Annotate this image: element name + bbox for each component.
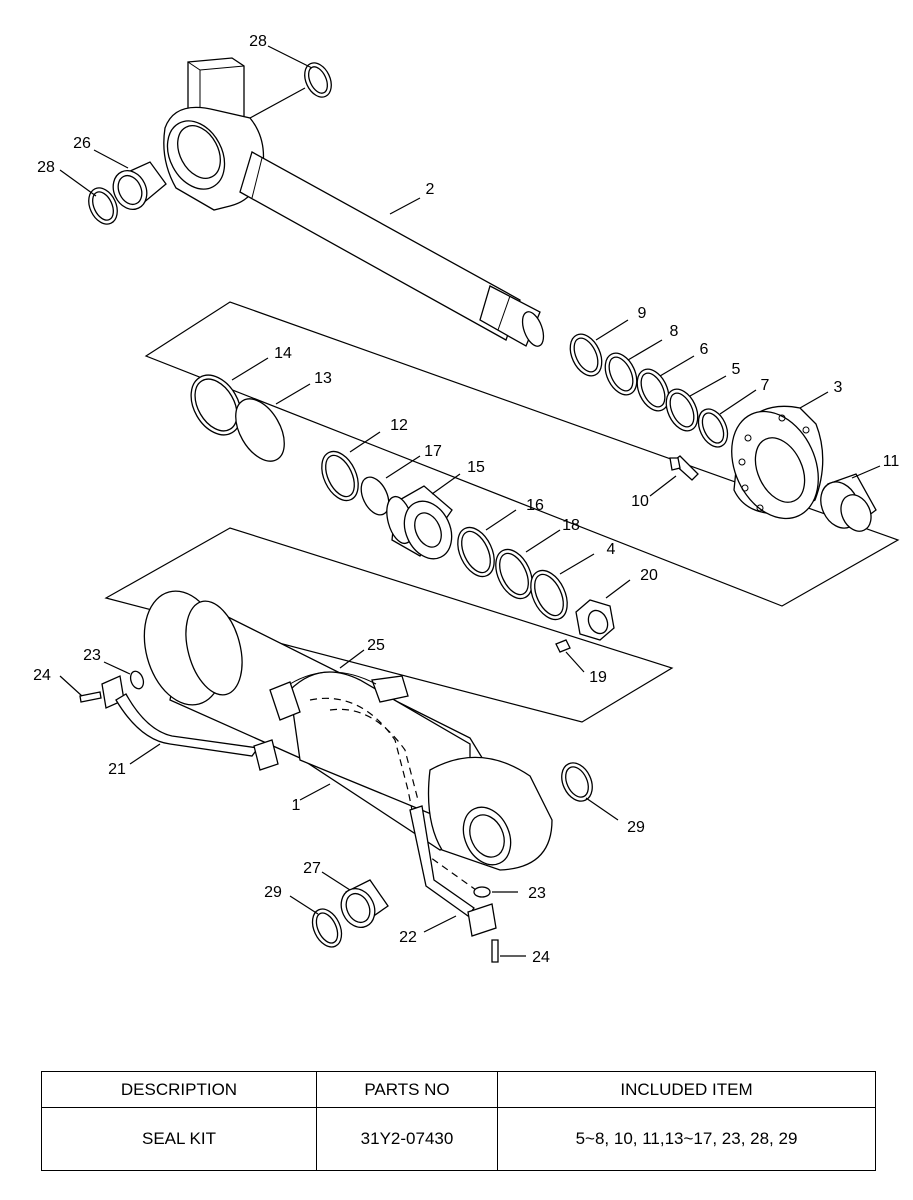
cell-parts-no: 31Y2-07430 xyxy=(316,1107,498,1171)
table-header-row: DESCRIPTION PARTS NO INCLUDED ITEM xyxy=(41,1071,876,1108)
callout-label: 26 xyxy=(73,135,91,152)
callout-label: 3 xyxy=(834,379,843,396)
ring-7 xyxy=(697,408,729,448)
callout-label: 11 xyxy=(883,453,900,470)
nut-18 xyxy=(575,599,615,641)
piston-12 xyxy=(386,485,453,560)
callout-label: 4 xyxy=(607,541,616,558)
callout-label: 16 xyxy=(526,497,544,514)
ring-17 xyxy=(457,526,495,578)
bolt-24-left xyxy=(79,691,102,703)
callout-label: 25 xyxy=(367,637,385,654)
callout-label: 22 xyxy=(399,929,417,946)
callout-label: 21 xyxy=(108,761,126,778)
table-row: SEAL KIT 31Y2-07430 5~8, 10, 11,13~17, 2… xyxy=(41,1107,876,1171)
callout-label: 23 xyxy=(528,885,546,902)
callout-label: 29 xyxy=(627,819,645,836)
callout-label: 27 xyxy=(303,860,321,877)
bushing-27 xyxy=(340,879,389,928)
callout-label: 13 xyxy=(314,370,332,387)
ring-5 xyxy=(665,388,699,432)
ring-13 xyxy=(360,476,390,516)
clamp-25 xyxy=(269,671,409,721)
ring-28-left xyxy=(88,187,118,225)
callout-label: 9 xyxy=(638,305,647,322)
ring-9 xyxy=(569,333,603,377)
column-header-parts-no: PARTS NO xyxy=(316,1071,498,1108)
callout-label: 1 xyxy=(292,797,301,814)
callout-label: 12 xyxy=(390,417,408,434)
callout-label: 7 xyxy=(761,377,770,394)
ring-14 xyxy=(321,450,359,502)
callout-label: 28 xyxy=(37,159,55,176)
callout-label: 17 xyxy=(424,443,442,460)
callout-label: 8 xyxy=(670,323,679,340)
gland-3 xyxy=(731,405,824,520)
callout-label: 29 xyxy=(264,884,282,901)
callout-label: 23 xyxy=(83,647,101,664)
group-outline-upper xyxy=(144,301,900,607)
bushing-26 xyxy=(112,161,167,210)
column-header-description: DESCRIPTION xyxy=(41,1071,317,1108)
column-header-included-item: INCLUDED ITEM xyxy=(497,1071,876,1108)
ring-6 xyxy=(636,368,670,412)
pipe-21 xyxy=(101,675,279,771)
cell-included-item: 5~8, 10, 11,13~17, 23, 28, 29 xyxy=(497,1107,876,1171)
ring-11 xyxy=(190,374,242,436)
ring-28-right xyxy=(304,62,332,98)
ring-16 xyxy=(530,569,568,621)
callout-label: 6 xyxy=(700,341,709,358)
callout-label: 10 xyxy=(631,493,649,510)
ring-15 xyxy=(495,548,533,600)
callout-label: 20 xyxy=(640,567,658,584)
piston-rod xyxy=(163,57,545,347)
ring-10 xyxy=(235,398,285,462)
callout-label: 2 xyxy=(426,181,435,198)
callout-label: 28 xyxy=(249,33,267,50)
leader-lines xyxy=(59,45,881,957)
callout-label: 14 xyxy=(274,345,292,362)
pipe-22 xyxy=(409,805,497,937)
ring-29-left xyxy=(311,908,343,948)
bushing-4 xyxy=(820,473,877,532)
oring-23-left xyxy=(129,670,145,690)
screw-19 xyxy=(555,639,571,653)
callout-label: 24 xyxy=(33,667,51,684)
callout-label: 19 xyxy=(589,669,607,686)
bolt-24-right xyxy=(491,939,499,963)
parts-table: DESCRIPTION PARTS NO INCLUDED ITEM SEAL … xyxy=(41,1071,876,1171)
cell-description: SEAL KIT xyxy=(41,1107,317,1171)
cylinder-tube xyxy=(143,590,553,891)
bolt-20 xyxy=(669,455,699,481)
ring-8 xyxy=(604,352,638,396)
oring-23-right xyxy=(473,886,491,898)
callout-label: 24 xyxy=(532,949,550,966)
callout-label: 18 xyxy=(562,517,580,534)
exploded-parts-diagram: 2826282986573111014131217151618420192523… xyxy=(33,33,900,966)
callout-label: 5 xyxy=(732,361,741,378)
group-outline-lower xyxy=(104,527,674,723)
callout-label: 15 xyxy=(467,459,485,476)
ring-29-right xyxy=(561,762,593,802)
